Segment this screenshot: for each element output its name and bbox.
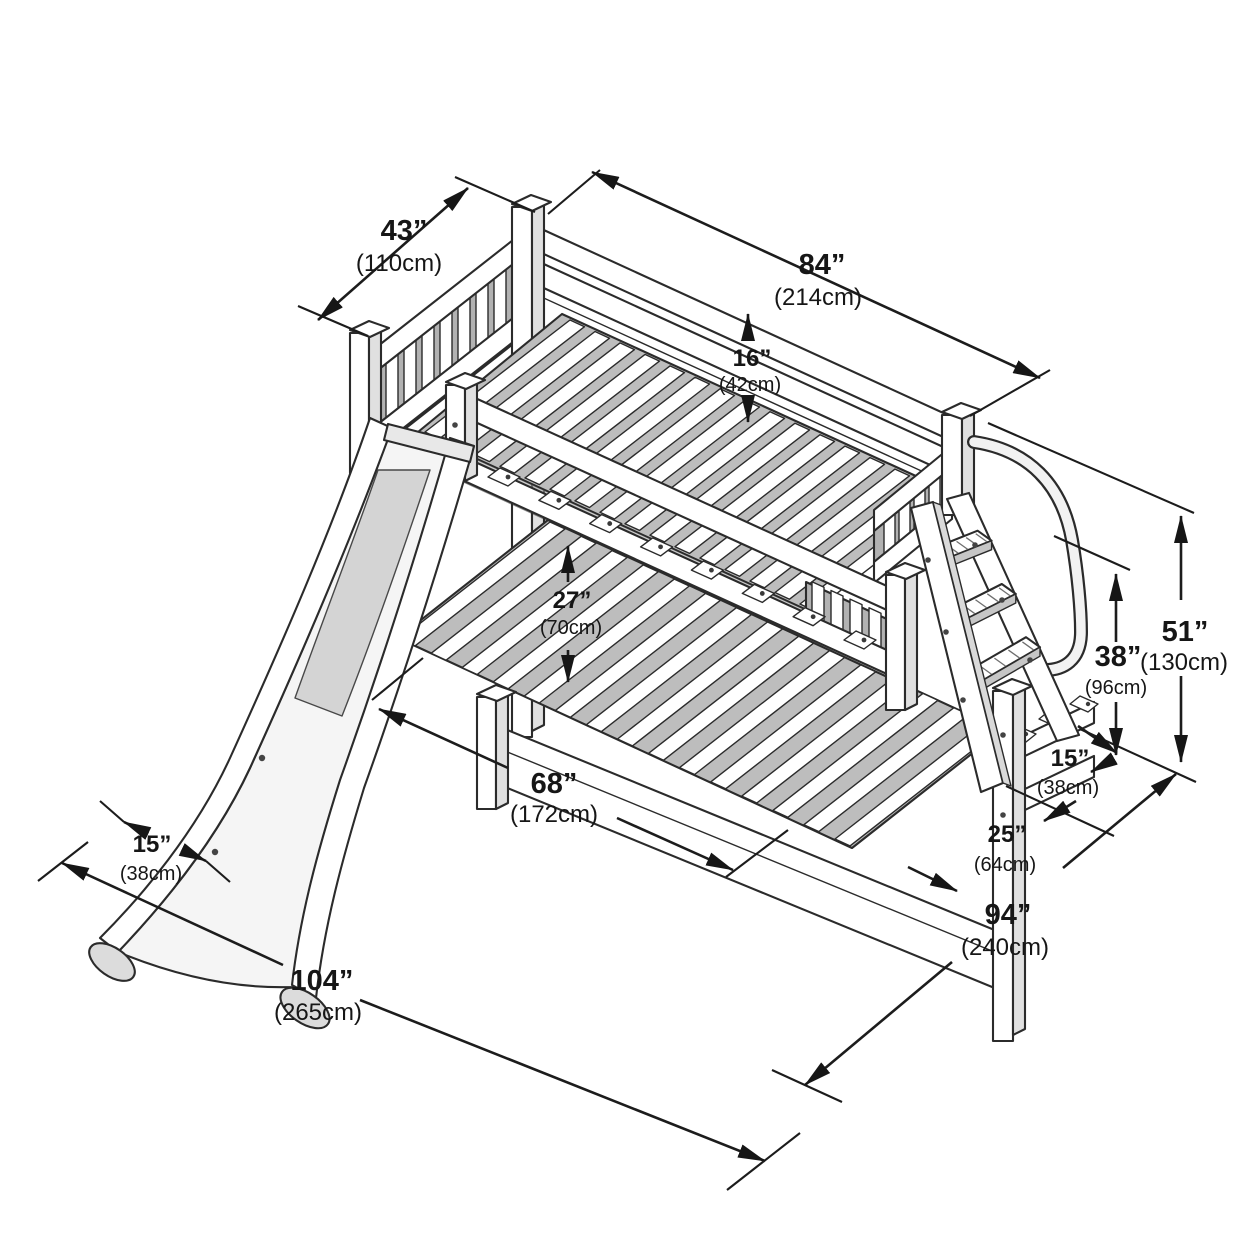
dimension-headboard-width: 43” (110cm) (297, 176, 536, 337)
dim-bed-length-inches: 84” (799, 249, 846, 281)
dim-total-depth-cm: (240cm) (961, 934, 1049, 961)
dim-ladder-footprint-cm: (64cm) (974, 854, 1036, 876)
dimension-bunk-spacing: 27” (70cm) (540, 545, 602, 683)
slide-foot-right (279, 986, 331, 1030)
dim-total-length-cm: (265cm) (274, 999, 362, 1026)
dim-bunk-spacing-inches: 27” (553, 587, 592, 614)
dim-headboard-width-cm: (110cm) (356, 250, 442, 277)
dimension-ladder-offset: 15” (38cm) (1005, 724, 1118, 837)
dim-total-depth-inches: 94” (985, 899, 1032, 931)
dim-total-height-inches: 51” (1162, 616, 1209, 648)
dim-total-height-cm: (130cm) (1140, 649, 1228, 676)
dim-guard-rail-height-cm: (42cm) (719, 374, 781, 396)
dim-handrail-height-cm: (96cm) (1085, 677, 1147, 699)
dimension-total-depth: 94” (240cm) (771, 773, 1177, 1103)
dim-bed-length-cm: (214cm) (774, 284, 862, 311)
dimension-ladder-footprint: 25” (64cm) (907, 799, 1077, 893)
dim-lower-bed-length-inches: 68” (531, 768, 578, 800)
slide (88, 416, 476, 1030)
ladder (909, 491, 1081, 794)
back-right-post (940, 401, 983, 517)
dimension-handrail-height: 38” (96cm) (1053, 535, 1147, 756)
dimension-lower-bed-length: 68” (172cm) (371, 657, 789, 878)
dimension-annotations: 43” (110cm) 84” (214cm) 16” (42cm) 27” (… (37, 169, 1228, 1191)
slide-foot-left (88, 942, 136, 982)
dim-slide-width-inches: 15” (133, 831, 172, 858)
dimension-slide-width: 15” (38cm) (99, 800, 231, 885)
dim-headboard-width-inches: 43” (381, 215, 428, 247)
bunk-bed-illustration (88, 193, 1099, 1043)
lower-bunk (396, 518, 1099, 1043)
dimension-total-length: 104” (265cm) (37, 841, 801, 1191)
dim-lower-bed-length-cm: (172cm) (510, 801, 598, 828)
dim-ladder-offset-inches: 15” (1051, 745, 1090, 772)
front-guard-rail (444, 371, 927, 712)
dim-handrail-height-inches: 38” (1095, 641, 1142, 673)
dimension-guard-rail-height: 16” (42cm) (719, 313, 781, 423)
dim-ladder-footprint-inches: 25” (988, 821, 1027, 848)
guard-rail-right-post (884, 561, 927, 712)
dim-guard-rail-height-inches: 16” (733, 345, 772, 372)
dim-ladder-offset-cm: (38cm) (1037, 777, 1099, 799)
dim-bunk-spacing-cm: (70cm) (540, 617, 602, 639)
dim-slide-width-cm: (38cm) (120, 863, 182, 885)
dimension-bed-length: 84” (214cm) (547, 169, 1051, 417)
dim-total-length-inches: 104” (291, 965, 354, 997)
